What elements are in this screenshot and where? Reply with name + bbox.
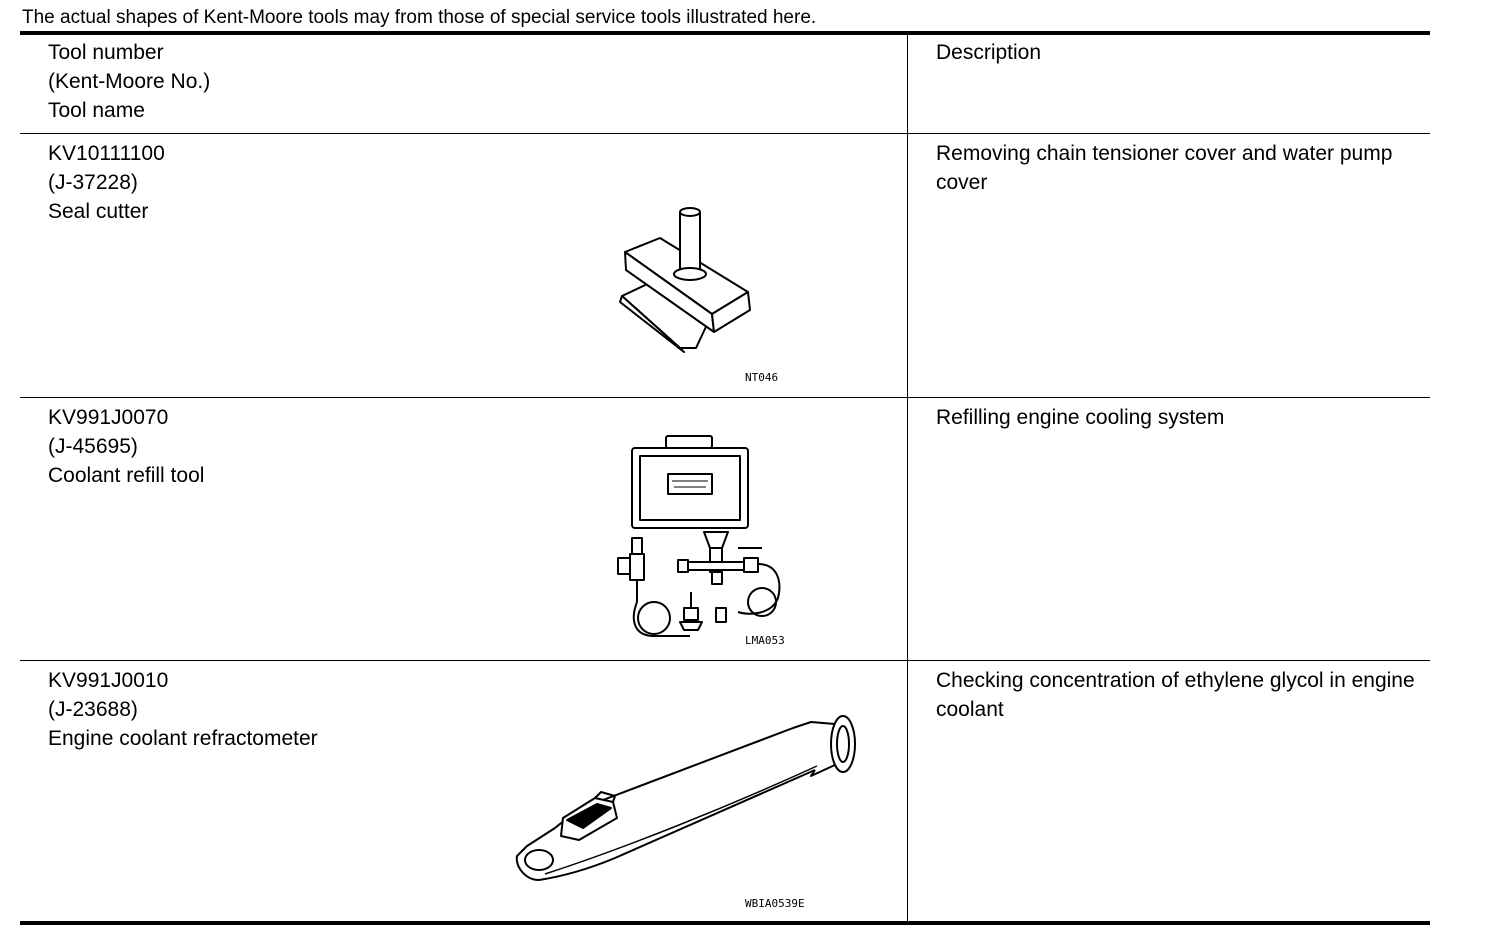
header-tool-column: Tool number (Kent-Moore No.) Tool name	[48, 38, 210, 125]
tool-name: Engine coolant refractometer	[48, 727, 318, 750]
page-note: The actual shapes of Kent-Moore tools ma…	[22, 7, 817, 28]
header-tool-number: Tool number	[48, 41, 164, 64]
tool-number: KV991J0070	[48, 406, 169, 429]
figure-code: NT046	[745, 371, 779, 384]
tool-number: KV10111100	[48, 142, 165, 165]
refractometer-illustration	[515, 715, 856, 881]
header-description: Description	[936, 41, 1042, 64]
column-divider	[907, 34, 908, 922]
row-divider	[20, 133, 1430, 134]
tool-number: KV991J0010	[48, 669, 169, 692]
table-bottom-rule	[20, 921, 1430, 925]
tool-name: Seal cutter	[48, 200, 149, 223]
table-row: KV10111100 (J-37228) Seal cutter	[48, 139, 165, 226]
figure-code: WBIA0539E	[745, 897, 805, 910]
row-divider	[20, 397, 1430, 398]
kent-moore-number: (J-37228)	[48, 171, 138, 194]
header-kent-moore: (Kent-Moore No.)	[48, 70, 211, 93]
tool-description: Removing chain tensioner cover and water…	[936, 142, 1393, 194]
table-top-rule	[20, 31, 1430, 35]
tool-name: Coolant refill tool	[48, 464, 205, 487]
table-row: KV991J0010 (J-23688) Engine coolant refr…	[48, 666, 318, 753]
kent-moore-number: (J-45695)	[48, 435, 138, 458]
figure-code: LMA053	[745, 634, 785, 647]
table-row: KV991J0070 (J-45695) Coolant refill tool	[48, 403, 204, 490]
coolant-refill-tool-illustration	[617, 435, 781, 637]
kent-moore-number: (J-23688)	[48, 698, 138, 721]
tool-description: Checking concentration of ethylene glyco…	[936, 669, 1415, 721]
row-divider	[20, 660, 1430, 661]
header-tool-name: Tool name	[48, 99, 145, 122]
seal-cutter-illustration	[619, 207, 751, 353]
tool-description: Refilling engine cooling system	[936, 406, 1225, 429]
